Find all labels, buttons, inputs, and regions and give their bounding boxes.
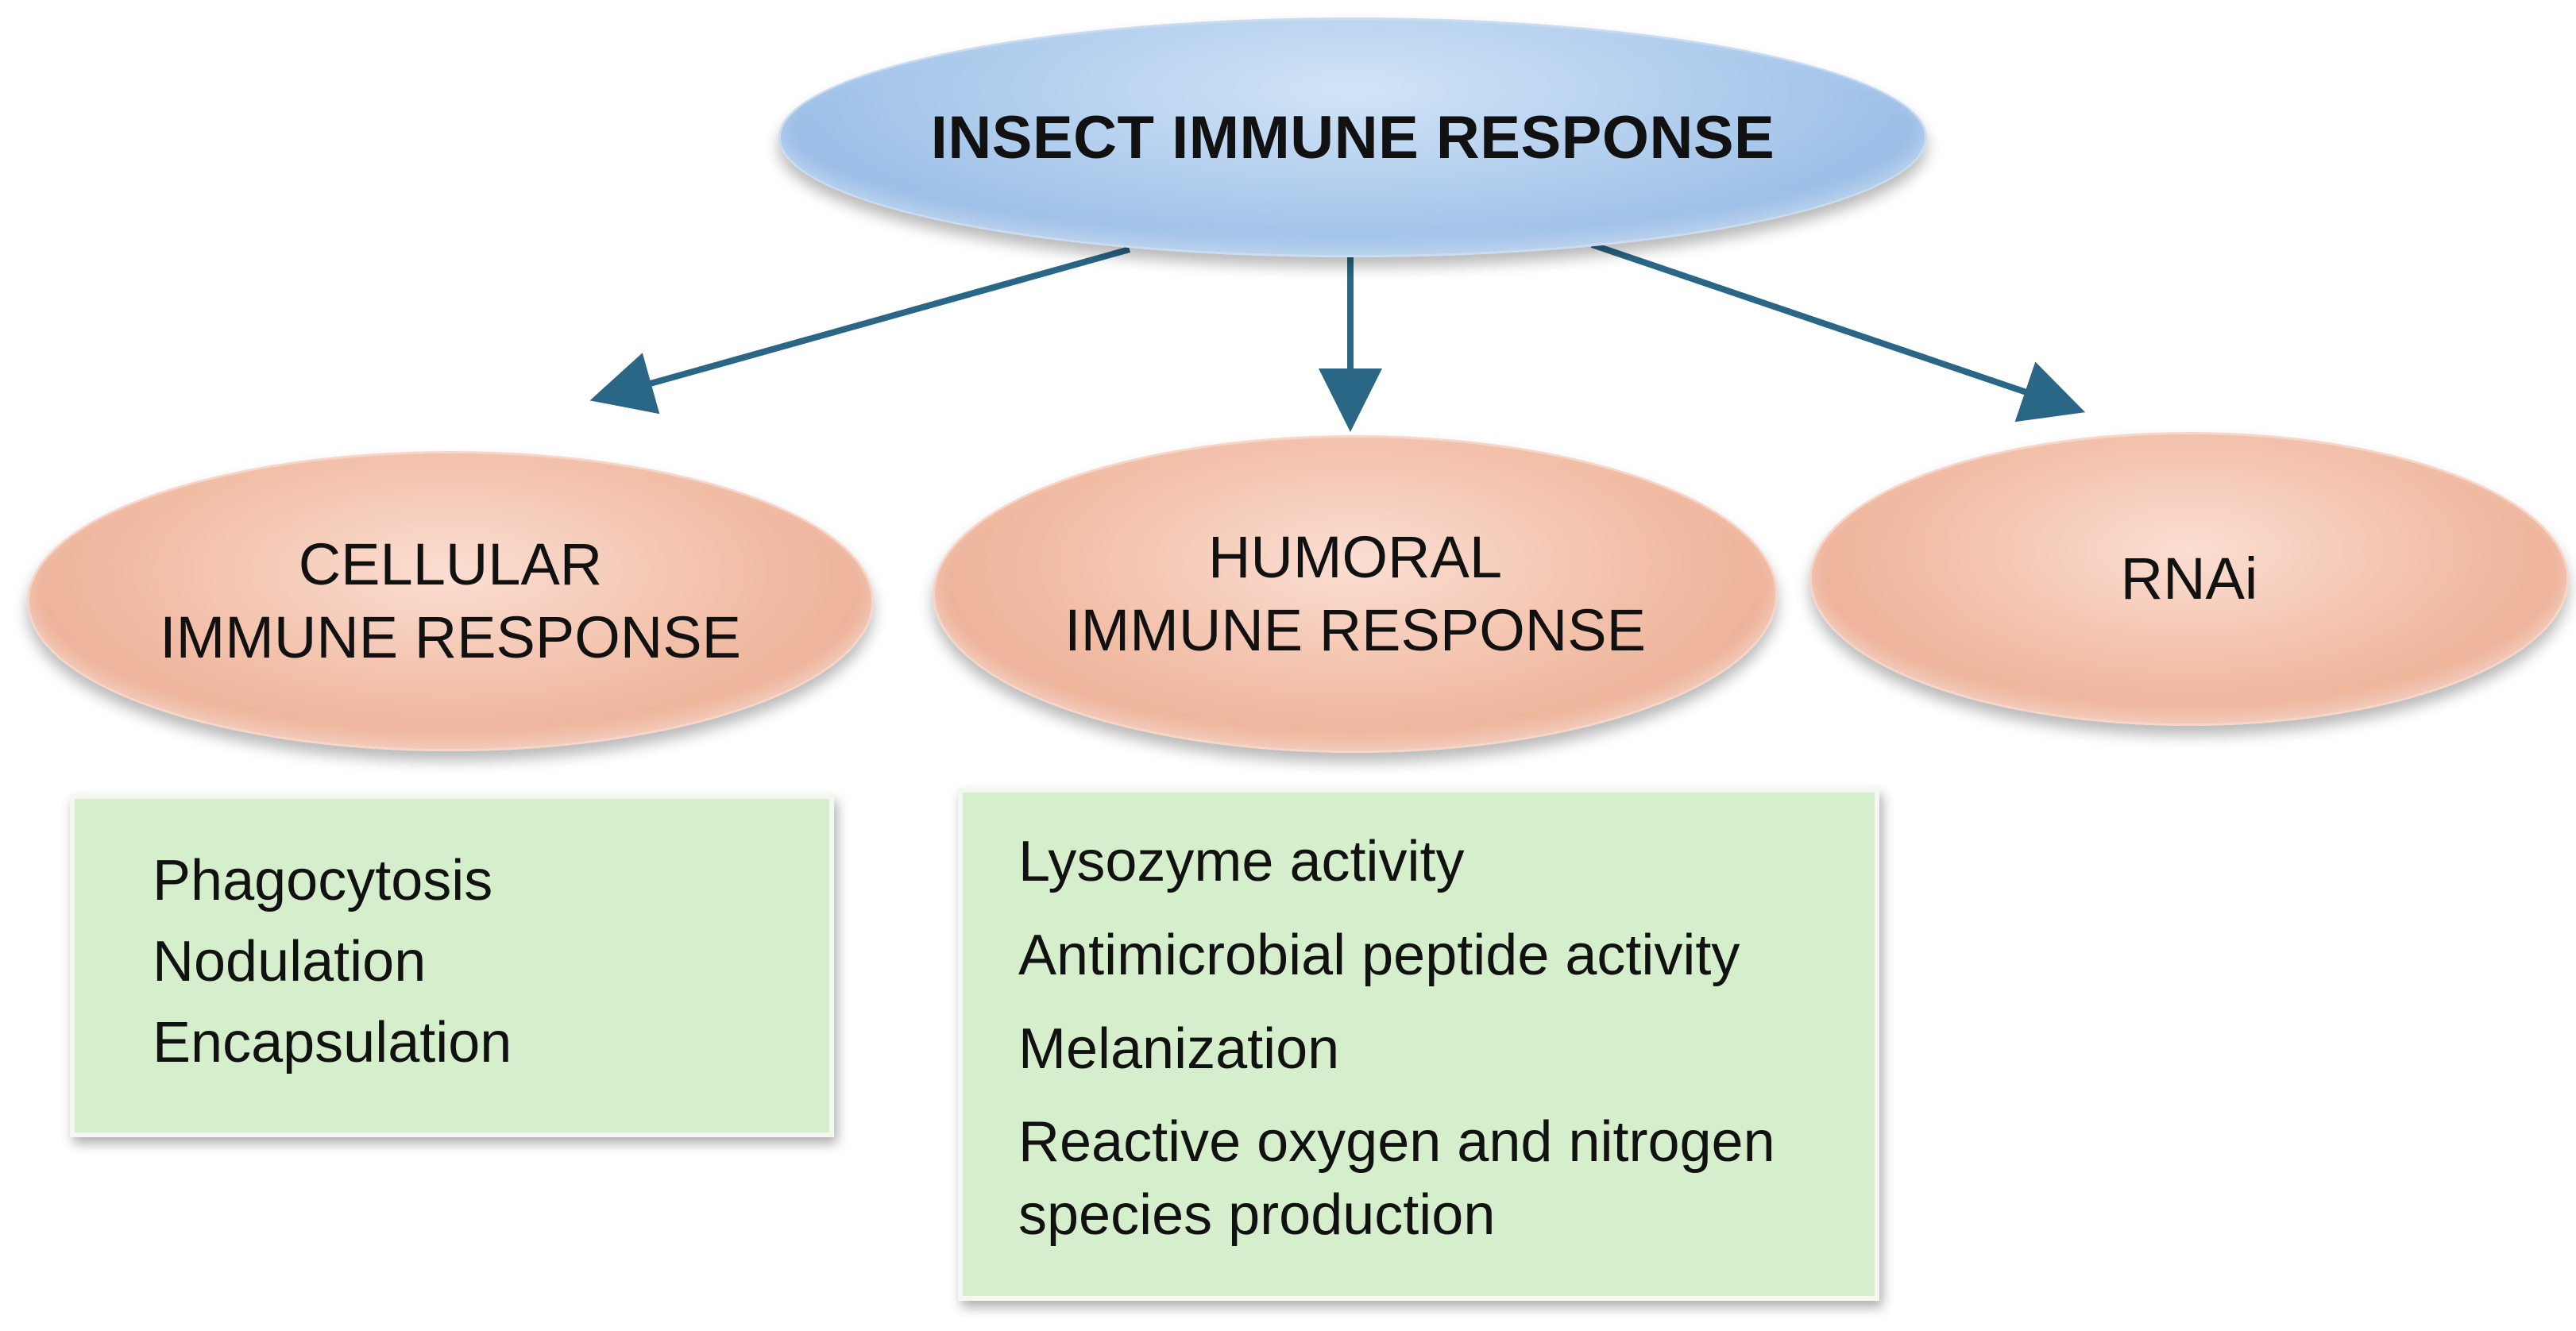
rnai-node: RNAi [1809, 432, 2569, 726]
list-item: Lysozyme activity [1018, 830, 1465, 893]
humoral-mechanisms-box: Lysozyme activity Antimicrobial peptide … [958, 788, 1879, 1301]
root-node: INSECT IMMUNE RESPONSE [778, 17, 1927, 257]
cellular-label-line1: CELLULAR [298, 531, 603, 597]
cellular-node: CELLULAR IMMUNE RESPONSE [27, 451, 874, 751]
root-label: INSECT IMMUNE RESPONSE [930, 103, 1775, 172]
cellular-label-line2: IMMUNE RESPONSE [160, 604, 741, 670]
humoral-label-line2: IMMUNE RESPONSE [1064, 597, 1646, 663]
list-item: Antimicrobial peptide activity [1018, 924, 1740, 987]
humoral-node: HUMORAL IMMUNE RESPONSE [933, 435, 1778, 753]
arrow-to-rnai [1590, 241, 2086, 422]
list-item: Encapsulation [153, 1011, 512, 1074]
cellular-mechanisms-box: Phagocytosis Nodulation Encapsulation [70, 794, 834, 1137]
arrow-to-cellular [589, 246, 1131, 415]
rnai-label: RNAi [2120, 546, 2258, 611]
list-item: Nodulation [153, 930, 427, 993]
list-item: Melanization [1018, 1017, 1340, 1081]
list-item: Reactive oxygen and nitrogen species pro… [1018, 1110, 1775, 1247]
list-item: Phagocytosis [153, 849, 493, 912]
humoral-label-line1: HUMORAL [1207, 524, 1503, 590]
